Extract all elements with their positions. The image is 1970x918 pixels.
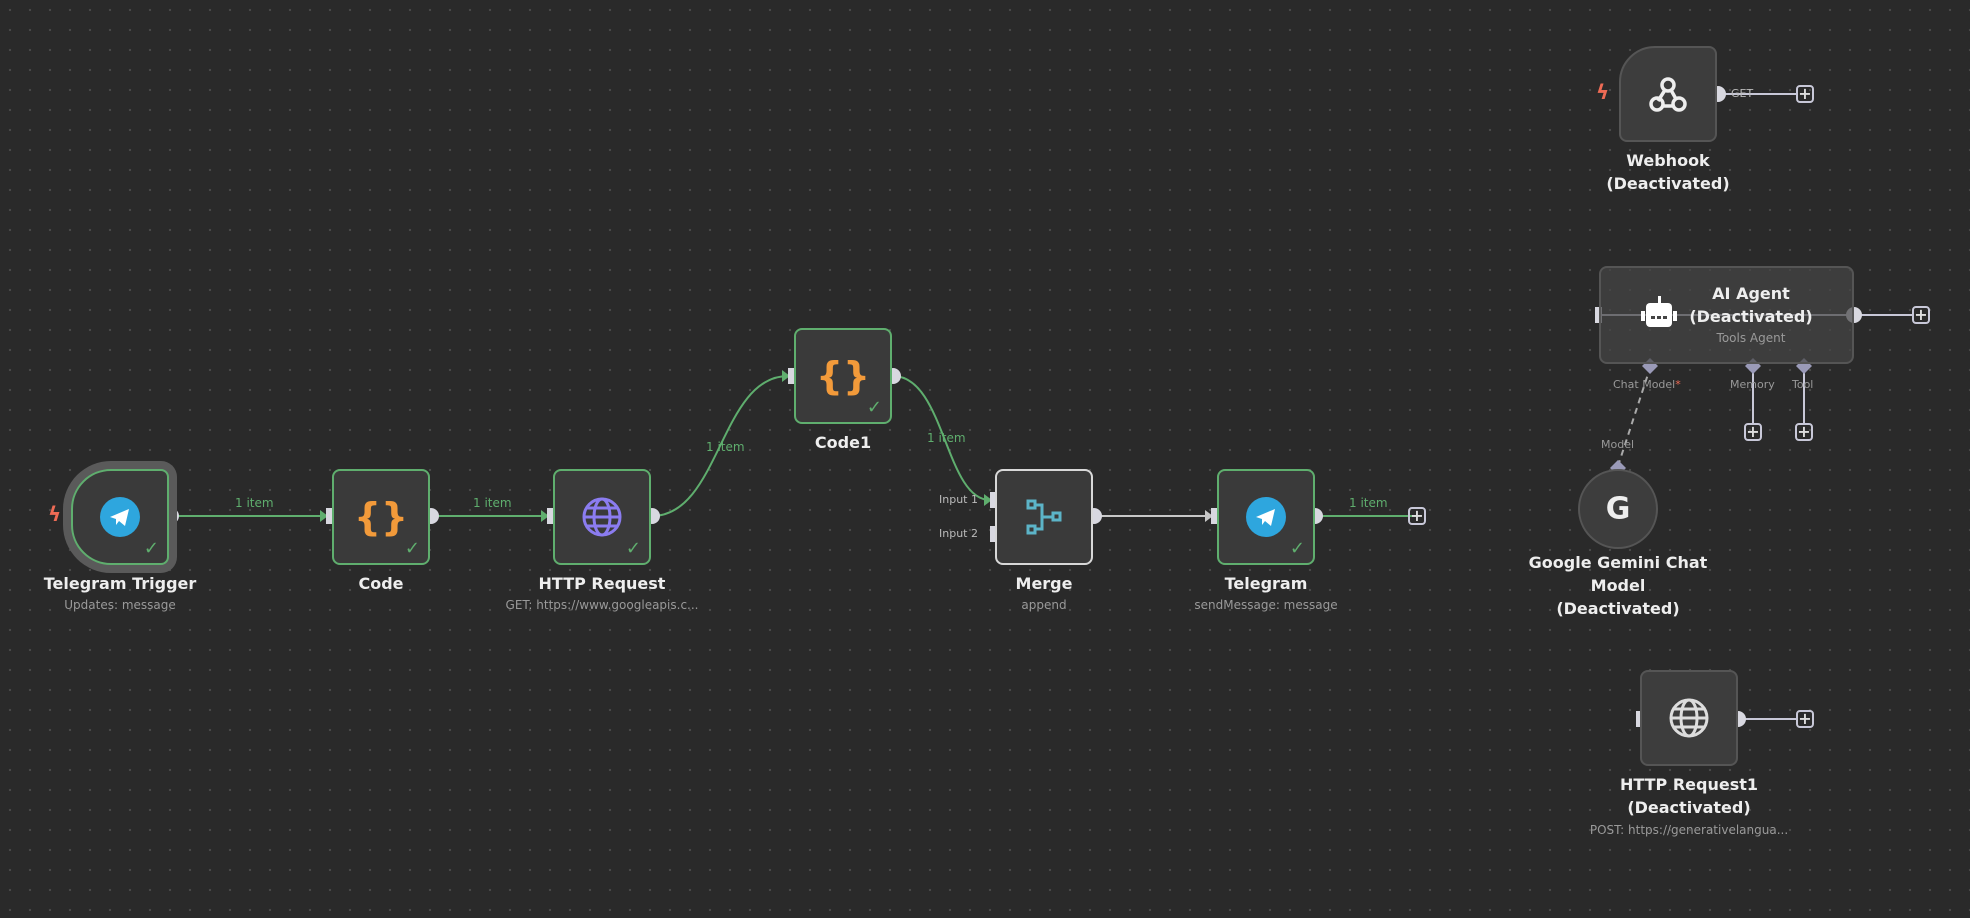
node-subtitle: GET: https://www.googleapis.c... xyxy=(505,598,699,612)
node-subtitle: POST: https://generativelangua... xyxy=(1589,823,1789,837)
node-telegram-trigger[interactable]: ✓ xyxy=(71,469,169,565)
add-node-button[interactable]: + xyxy=(1912,306,1930,324)
node-title: Code1 xyxy=(814,433,872,452)
code-braces-icon: {} xyxy=(353,495,409,539)
node-title: Telegram Trigger xyxy=(43,574,197,593)
tool-port-label: Tool xyxy=(1792,378,1814,391)
node-telegram[interactable]: ✓ xyxy=(1217,469,1315,565)
telegram-icon xyxy=(100,497,140,537)
add-tool-button[interactable]: + xyxy=(1795,423,1813,441)
node-ai-agent[interactable]: AI Agent (Deactivated) Tools Agent xyxy=(1599,266,1854,364)
success-check-icon: ✓ xyxy=(143,538,159,559)
trigger-bolt-icon: ϟ xyxy=(48,502,62,526)
edge-http-code1 xyxy=(651,375,789,517)
robot-icon xyxy=(1641,296,1677,327)
node-title-line2: Model xyxy=(1590,576,1646,595)
node-http-request1[interactable] xyxy=(1640,670,1738,766)
node-title: AI Agent xyxy=(1712,284,1790,303)
node-merge[interactable] xyxy=(995,469,1093,565)
google-icon: G xyxy=(1605,491,1631,527)
merge-input2-label: Input 2 xyxy=(939,527,978,540)
node-title: Telegram xyxy=(1224,574,1308,593)
edge-label: 1 item xyxy=(927,431,966,445)
node-title: HTTP Request xyxy=(538,574,666,593)
node-title: Webhook xyxy=(1626,151,1710,170)
memory-port-label: Memory xyxy=(1730,378,1775,391)
trigger-bolt-icon: ϟ xyxy=(1596,80,1610,104)
add-node-button[interactable]: + xyxy=(1796,710,1814,728)
node-status: (Deactivated) xyxy=(1627,798,1751,817)
telegram-icon xyxy=(1246,497,1286,537)
edge-code1-merge xyxy=(892,375,991,501)
edge-label: 1 item xyxy=(706,440,745,454)
add-node-button[interactable]: + xyxy=(1408,507,1426,525)
code-braces-icon: {} xyxy=(815,354,871,398)
success-check-icon: ✓ xyxy=(625,538,641,559)
model-port-label: Model xyxy=(1601,438,1635,451)
add-node-button[interactable]: + xyxy=(1796,85,1814,103)
success-check-icon: ✓ xyxy=(866,397,882,418)
node-subtitle: Tools Agent xyxy=(1716,331,1786,345)
node-subtitle: sendMessage: message xyxy=(1194,598,1338,612)
node-subtitle: Updates: message xyxy=(64,598,176,612)
node-subtitle: append xyxy=(1021,598,1067,612)
webhook-icon xyxy=(1649,77,1687,112)
node-title: Code xyxy=(358,574,404,593)
merge-icon xyxy=(1026,499,1062,535)
webhook-method-label: GET xyxy=(1731,87,1754,100)
globe-icon xyxy=(582,497,622,537)
node-title: Merge xyxy=(1015,574,1073,593)
chat-model-port-label: Chat Model* xyxy=(1613,378,1681,391)
node-title: HTTP Request1 xyxy=(1619,775,1759,794)
merge-input1-label: Input 1 xyxy=(939,493,978,506)
node-status: (Deactivated) xyxy=(1606,174,1730,193)
edge-label: 1 item xyxy=(235,496,274,510)
node-code1[interactable]: {} ✓ xyxy=(794,328,892,424)
node-status: (Deactivated) xyxy=(1689,307,1813,326)
edge-label: 1 item xyxy=(1349,496,1388,510)
node-webhook[interactable] xyxy=(1619,46,1717,142)
node-title: Google Gemini Chat xyxy=(1528,553,1708,572)
node-google-gemini[interactable]: G xyxy=(1578,469,1658,549)
edge-label: 1 item xyxy=(473,496,512,510)
globe-icon xyxy=(1669,698,1709,738)
node-http-request[interactable]: ✓ xyxy=(553,469,651,565)
node-code[interactable]: {} ✓ xyxy=(332,469,430,565)
success-check-icon: ✓ xyxy=(404,538,420,559)
add-memory-button[interactable]: + xyxy=(1744,423,1762,441)
node-status: (Deactivated) xyxy=(1556,599,1680,618)
success-check-icon: ✓ xyxy=(1289,538,1305,559)
